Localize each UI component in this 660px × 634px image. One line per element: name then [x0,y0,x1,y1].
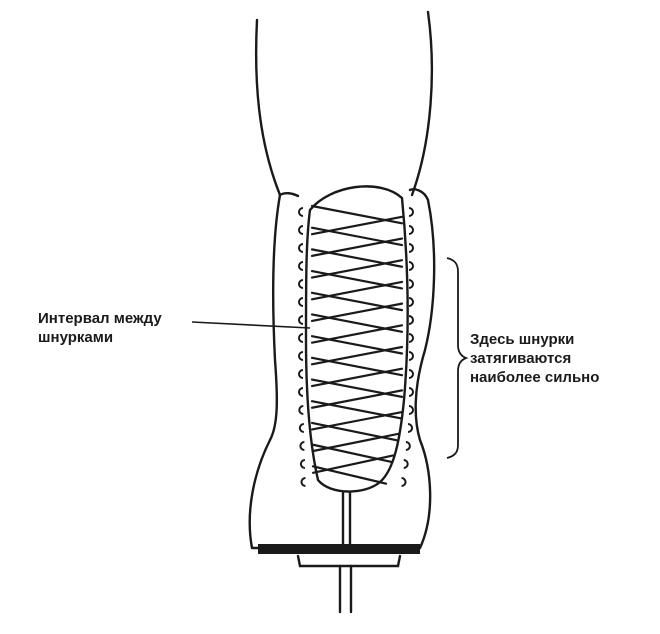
lace-segment [310,215,404,236]
tight-zone-label: Здесь шнурки затягиваются наиболее сильн… [470,330,599,387]
eyelet-right [408,225,414,235]
tight-zone-label-line2: затягиваются [470,350,572,367]
lace-segment [311,465,388,485]
lace-segment [310,313,404,333]
lace-segment [310,400,404,420]
lace-segment [310,259,404,279]
eyelet-left [298,243,304,253]
boot-outline [248,188,436,550]
lace-segment [310,335,404,355]
interval-label-line1: Интервал между [38,310,162,327]
eyelet-right [408,243,414,253]
tight-zone-bracket [446,257,469,459]
boot-opening-outline [304,185,409,493]
eyelet-left [298,207,304,217]
leg-left-outline [254,18,282,197]
lace-segment [310,378,404,398]
eyelet-right [408,351,414,361]
interval-label-line2: шнурками [38,329,114,346]
eyelet-left [298,369,304,379]
eyelet-right [408,405,414,415]
eyelet-left [298,333,304,343]
eyelet-left [298,279,304,289]
lace-segment [310,345,404,366]
eyelet-right [407,423,414,433]
eyelet-right [403,459,409,469]
eyelets-right [401,207,414,487]
eyelet-left [298,351,304,361]
eyelet-left [299,441,305,451]
interval-pointer-line [191,321,311,329]
lace-segment [310,204,404,225]
lace-segment [310,237,404,257]
boot-sole [258,544,420,554]
eyelet-left [298,387,304,397]
lace-segment [310,291,404,312]
tight-zone-label-line1: Здесь шнурки [470,331,575,348]
laces [310,204,404,485]
eyelet-left [298,405,304,415]
lace-segment [310,389,404,409]
tight-zone-label-line3: наиболее сильно [470,369,600,386]
lace-segment [310,280,404,301]
eyelet-right [405,441,411,451]
interval-label: Интервал между шнурками [38,309,162,347]
eyelet-right [408,333,414,343]
lace-segment [310,356,404,377]
eyelet-right [408,369,414,379]
eyelet-right [408,207,414,217]
eyelet-right [401,477,407,487]
eyelet-left [298,261,304,271]
eyelet-left [298,315,304,325]
lace-segment [310,248,404,268]
eyelet-left [300,477,306,487]
lace-segment [310,367,404,388]
lace-segment [310,324,404,344]
lace-segment [311,410,404,431]
eyelet-left [298,297,304,307]
lace-segment [310,226,404,247]
blade-holder [296,554,402,568]
eyelet-right [408,261,414,271]
eyelet-left [298,225,304,235]
eyelet-right [408,279,414,289]
eyelet-right [408,387,414,397]
leg-right-outline [410,10,434,197]
eyelet-right [408,315,414,325]
eyelet-right [408,297,414,307]
boot-top-left [278,192,300,198]
eyelet-left [298,423,305,433]
eyelet-left [299,459,306,469]
lace-segment [310,302,404,323]
eyelets-left [298,207,306,487]
lace-segment [310,269,404,290]
